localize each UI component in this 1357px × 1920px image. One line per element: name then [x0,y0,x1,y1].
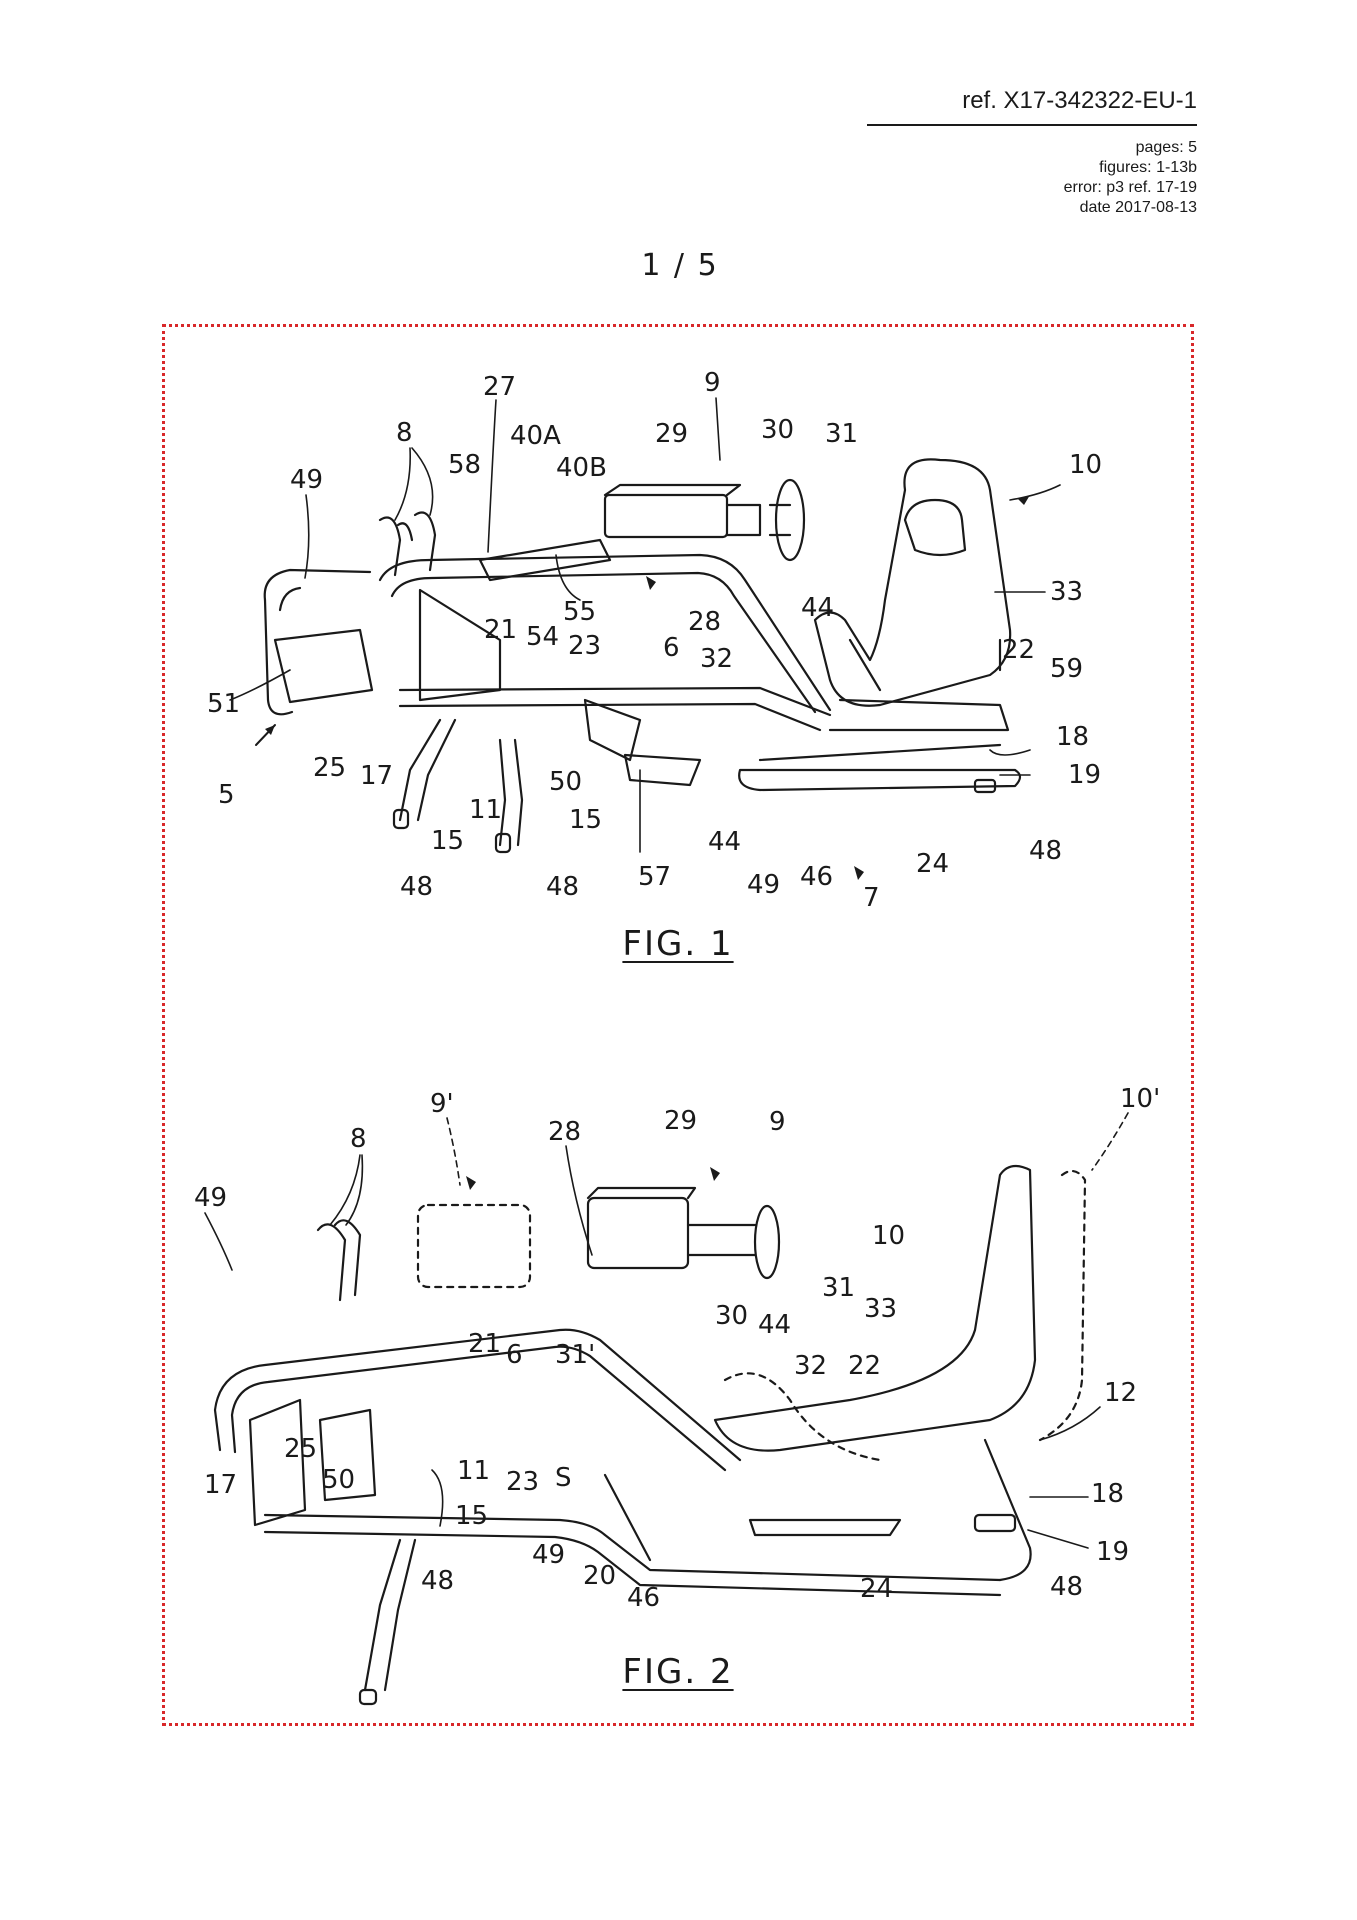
fig2-label-33: 48 [1050,1572,1083,1602]
fig1-label-41: 48 [1029,836,1062,866]
fig1-label-28: 19 [1068,760,1101,790]
fig2-label-6: 8 [350,1124,367,1154]
fig1-label-21: 22 [1002,635,1035,665]
fig2-label-9: 33 [864,1294,897,1324]
fig1-label-22: 59 [1050,654,1083,684]
fig1-label-15: 44 [801,593,834,623]
fig2-label-21: 50 [322,1465,355,1495]
fig1-label-24: 18 [1056,722,1089,752]
fig1-label-1: 27 [483,372,516,402]
fig2-label-10: 31 [822,1273,855,1303]
fig2-label-2: 10' [1120,1084,1160,1114]
fig2-label-24: S [555,1463,572,1493]
fig1-label-29: 5 [218,780,235,810]
figure-range: figures: 1-13b [1099,159,1197,176]
fig1-label-12: 33 [1050,577,1083,607]
fig2-label-30: 24 [860,1574,893,1604]
fig2-caption: FIG. 2 [622,1652,734,1692]
document-date: date 2017-08-13 [1079,199,1197,216]
fig2-label-5: 9 [769,1107,786,1137]
error-note: error: p3 ref. 17-19 [1063,179,1197,196]
fig2-label-25: 18 [1091,1479,1124,1509]
fig1-label-3: 8 [396,418,413,448]
fig1-label-16: 21 [484,615,517,645]
fig2-label-3: 28 [548,1117,581,1147]
fig1-label-20: 32 [700,644,733,674]
fig2-label-22: 11 [457,1456,490,1486]
reference-number: ref. X17-342322-EU-1 [867,86,1197,126]
fig1-label-40: 7 [863,883,880,913]
fig2-label-20: 25 [284,1434,317,1464]
fig1-label-23: 51 [207,689,240,719]
fig1-label-11: 49 [290,465,323,495]
fig1-label-10: 40B [556,453,607,483]
fig2-label-26: 15 [455,1501,488,1531]
fig1-label-25: 25 [313,753,346,783]
fig1-label-17: 23 [568,631,601,661]
fig2-label-1: 9' [430,1089,454,1119]
fig2-label-27: 49 [532,1540,565,1570]
fig1-label-27: 50 [549,767,582,797]
fig2-label-17: 22 [848,1351,881,1381]
fig2-label-8: 10 [872,1221,905,1251]
fig1-label-33: 44 [708,827,741,857]
fig1-label-32: 15 [431,826,464,856]
fig1-label-6: 30 [761,415,794,445]
fig1-labels: 27 9 8 40A 29 30 31 10 58 40B 49 33 55 5… [207,368,1102,913]
fig2-label-11: 30 [715,1301,748,1331]
fig2-label-29: 46 [627,1583,660,1613]
fig1-label-36: 48 [400,872,433,902]
fig1-label-19: 6 [663,633,680,663]
fig2-label-31: 19 [1096,1537,1129,1567]
fig2-label-18: 12 [1104,1378,1137,1408]
fig1-label-5: 29 [655,419,688,449]
fig2-label-28: 20 [583,1561,616,1591]
fig2-label-7: 49 [194,1183,227,1213]
fig1-label-7: 31 [825,419,858,449]
fig1-label-2: 9 [704,368,721,398]
fig1-drawing [263,458,1022,854]
fig1-label-8: 10 [1069,450,1102,480]
page-number: 1 / 5 [641,248,719,283]
fig1-label-35: 24 [916,849,949,879]
fig2-drawing [213,1164,1087,1706]
fig1-label-26: 17 [360,761,393,791]
fig1-label-13: 55 [563,597,596,627]
fig1-label-18: 28 [688,607,721,637]
fig1-label-34: 46 [800,862,833,892]
fig1-label-37: 48 [546,872,579,902]
document-header: ref. X17-342322-EU-1 pages: 5 figures: 1… [867,86,1197,218]
fig2-label-32: 48 [421,1566,454,1596]
fig2-label-12: 44 [758,1310,791,1340]
fig1-label-9: 58 [448,450,481,480]
fig2-labels: 9' 10' 28 29 9 8 49 10 33 31 30 44 21 6 … [194,1084,1160,1613]
drawing-frame [162,324,1194,1726]
fig2-label-15: 31' [555,1340,595,1370]
fig1-label-31: 11 [469,795,502,825]
fig1-label-38: 57 [638,862,671,892]
document-meta: pages: 5 figures: 1-13b error: p3 ref. 1… [867,138,1197,218]
fig1-label-39: 49 [747,870,780,900]
fig2-label-16: 32 [794,1351,827,1381]
fig2-label-4: 29 [664,1106,697,1136]
fig2-label-13: 21 [468,1329,501,1359]
fig1-caption: FIG. 1 [622,924,734,964]
fig1-label-14: 54 [526,622,559,652]
fig1-label-30: 15 [569,805,602,835]
page-count: pages: 5 [1135,139,1197,156]
fig1-label-4: 40A [510,421,561,451]
fig2-label-19: 17 [204,1470,237,1500]
fig2-label-14: 6 [506,1340,523,1370]
fig2-label-23: 23 [506,1467,539,1497]
